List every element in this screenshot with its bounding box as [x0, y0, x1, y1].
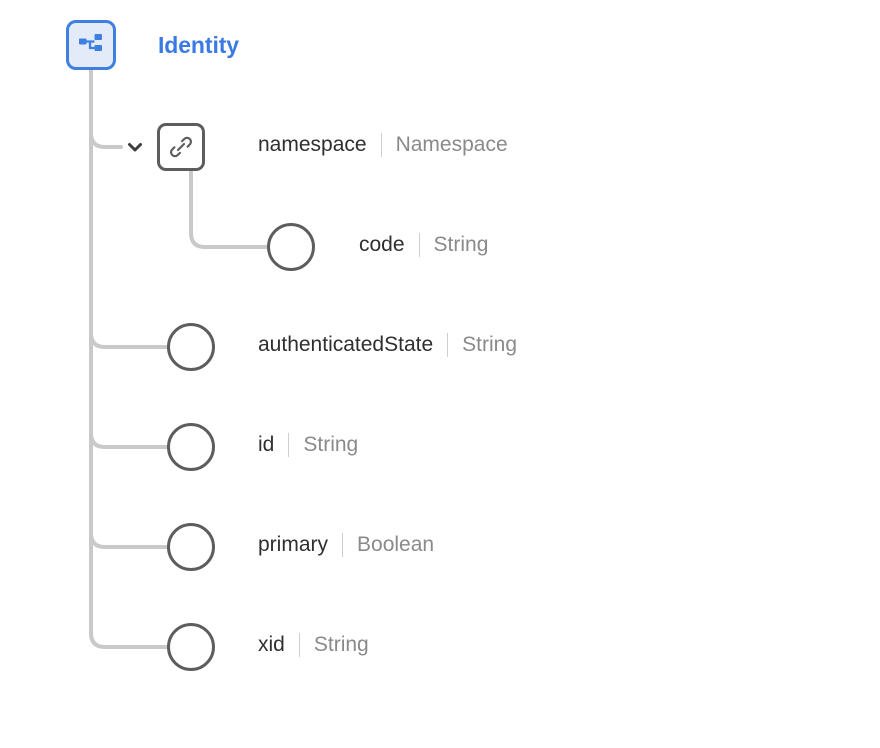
sitemap-icon[interactable] [66, 20, 116, 70]
field-name: xid [258, 633, 285, 656]
edge-namespace-to-code [189, 169, 269, 249]
field-separator [380, 133, 382, 157]
chevron-down-icon[interactable] [125, 137, 145, 157]
field-type: String [462, 333, 517, 356]
field-name: id [258, 433, 275, 456]
field-separator [418, 233, 420, 257]
field-separator [447, 333, 449, 357]
sitemap-glyph [79, 34, 102, 51]
link-icon [170, 136, 192, 158]
row-authenticatedstate[interactable]: authenticatedState String [258, 333, 517, 357]
row-xid[interactable]: xid String [258, 633, 369, 657]
field-separator [288, 433, 290, 457]
row-code[interactable]: code String [359, 233, 488, 257]
edge-to-xid [89, 631, 169, 649]
field-type: String [313, 633, 369, 656]
field-type: String [303, 433, 359, 456]
node-xid[interactable] [167, 623, 215, 671]
field-name: code [359, 233, 405, 256]
field-separator [298, 633, 300, 657]
edge-to-namespace [89, 131, 123, 149]
node-namespace[interactable] [157, 123, 205, 171]
node-primary[interactable] [167, 523, 215, 571]
row-namespace[interactable]: namespace Namespace [258, 133, 508, 157]
field-type: String [433, 233, 489, 256]
field-name: namespace [258, 133, 367, 156]
field-type: Boolean [357, 533, 435, 556]
node-id[interactable] [167, 423, 215, 471]
page-title: Identity [158, 32, 239, 58]
field-separator [342, 533, 344, 557]
edge-to-authenticatedstate [89, 331, 169, 349]
field-name: primary [258, 533, 329, 556]
field-type: Namespace [395, 133, 508, 156]
node-authenticatedstate[interactable] [167, 323, 215, 371]
edge-to-id [89, 431, 169, 449]
edge-to-primary [89, 531, 169, 549]
row-id[interactable]: id String [258, 433, 358, 457]
field-name: authenticatedState [258, 333, 434, 356]
node-code[interactable] [267, 223, 315, 271]
row-primary[interactable]: primary Boolean [258, 533, 434, 557]
